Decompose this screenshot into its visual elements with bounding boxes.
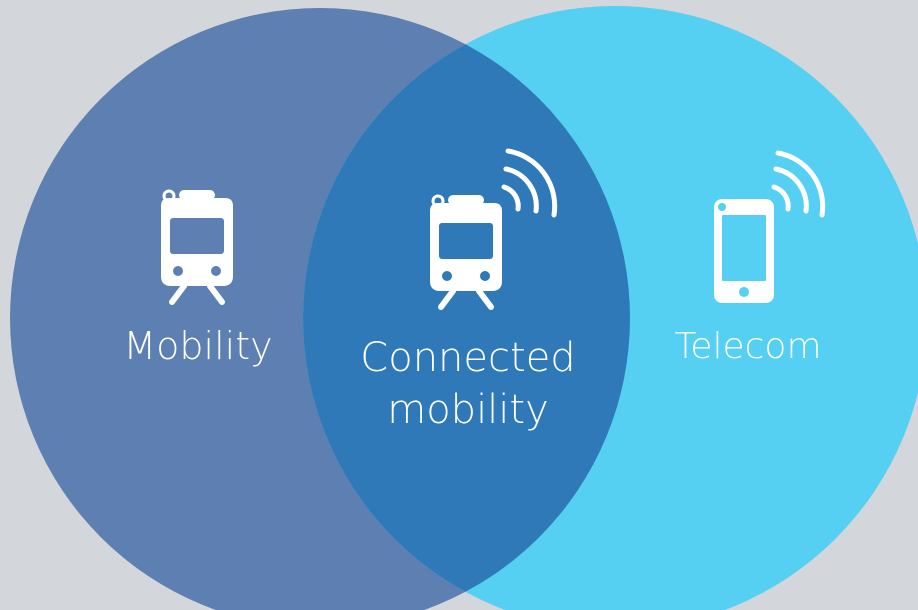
overlap-region [303,8,630,610]
connected-mobility-label: Connected mobility [340,332,596,436]
connected-mobility-label-line1: Connected [360,335,576,381]
bus-icon [161,189,233,305]
smartphone-signal-icon [714,150,826,303]
telecom-label: Telecom [674,326,822,367]
signal-waves-icon [501,148,558,218]
signal-waves-icon [771,150,826,218]
connected-mobility-label-line2: mobility [387,387,549,433]
connected-bus-icon [430,148,558,310]
mobility-label: Mobility [123,324,273,368]
